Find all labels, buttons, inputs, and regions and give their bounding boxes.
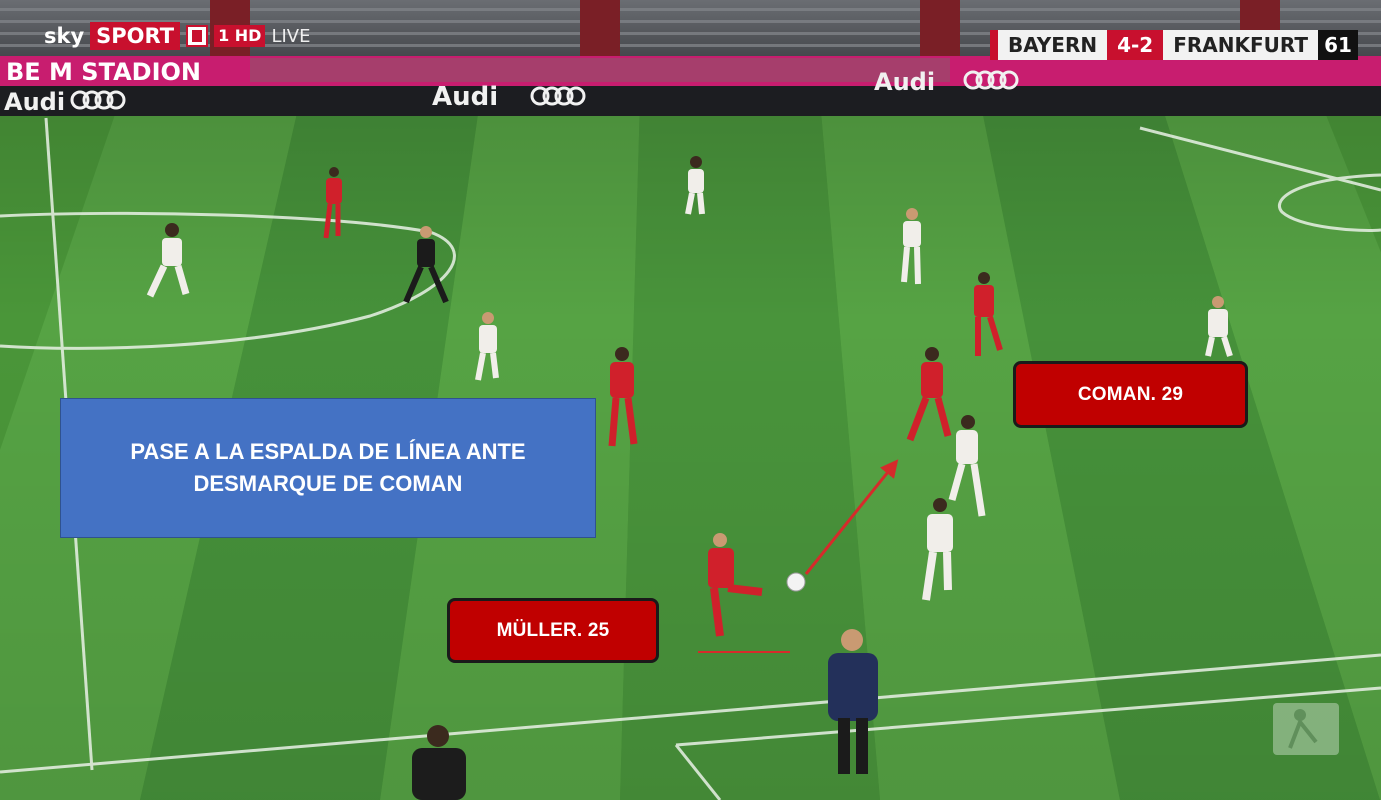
audi-board-right: Audi xyxy=(874,68,935,96)
scoreboard-accent xyxy=(990,30,998,60)
home-team: BAYERN xyxy=(998,30,1108,60)
player-bayern xyxy=(608,347,638,447)
player-label-muller: MÜLLER. 25 xyxy=(447,598,659,663)
caption-line-1: PASE A LA ESPALDA DE LÍNEA ANTE xyxy=(130,439,526,465)
away-team: FRANKFURT xyxy=(1163,30,1319,60)
sport-label: SPORT xyxy=(90,22,181,50)
player-frankfurt xyxy=(1205,296,1233,357)
tactical-caption: PASE A LA ESPALDA DE LÍNEA ANTE DESMARQU… xyxy=(60,398,596,538)
caption-line-2: DESMARQUE DE COMAN xyxy=(193,471,463,496)
player-bayern xyxy=(323,167,342,239)
score: 4-2 xyxy=(1107,30,1164,60)
player-bayern-passer xyxy=(708,533,763,637)
pass-arrow xyxy=(804,459,899,575)
player-label-coman: COMAN. 29 xyxy=(1013,361,1248,428)
player-frankfurt xyxy=(901,208,921,285)
scoreboard: BAYERN 4-2 FRANKFURT 61 xyxy=(990,30,1358,60)
players xyxy=(146,156,1233,800)
player-frankfurt xyxy=(922,498,953,601)
bundesliga-icon xyxy=(186,25,209,47)
advertising-boards: BE M STADION Audi Audi Audi xyxy=(0,56,1381,116)
coach xyxy=(828,629,878,774)
channel-number: 1 HD xyxy=(214,25,266,47)
bundesliga-logo-icon xyxy=(1273,703,1339,755)
player-frankfurt xyxy=(948,415,986,517)
sky-brand: sky xyxy=(44,24,85,48)
staff-member xyxy=(412,725,466,800)
audi-board-center: Audi xyxy=(432,82,498,112)
audi-rings-icon xyxy=(70,70,1019,110)
player-frankfurt xyxy=(685,156,705,215)
player-frankfurt xyxy=(146,223,190,298)
referee xyxy=(403,226,449,304)
match-clock: 61 xyxy=(1318,30,1358,60)
live-indicator: LIVE xyxy=(271,25,311,47)
player-frankfurt xyxy=(475,312,499,381)
player-bayern xyxy=(906,347,952,442)
broadcast-channel-logo: sky SPORT 1 HD LIVE xyxy=(44,22,310,50)
ball xyxy=(786,572,806,592)
stadium-banner: BE M STADION xyxy=(6,58,201,86)
audi-board-left: Audi xyxy=(4,88,65,116)
player-bayern xyxy=(974,272,1003,356)
